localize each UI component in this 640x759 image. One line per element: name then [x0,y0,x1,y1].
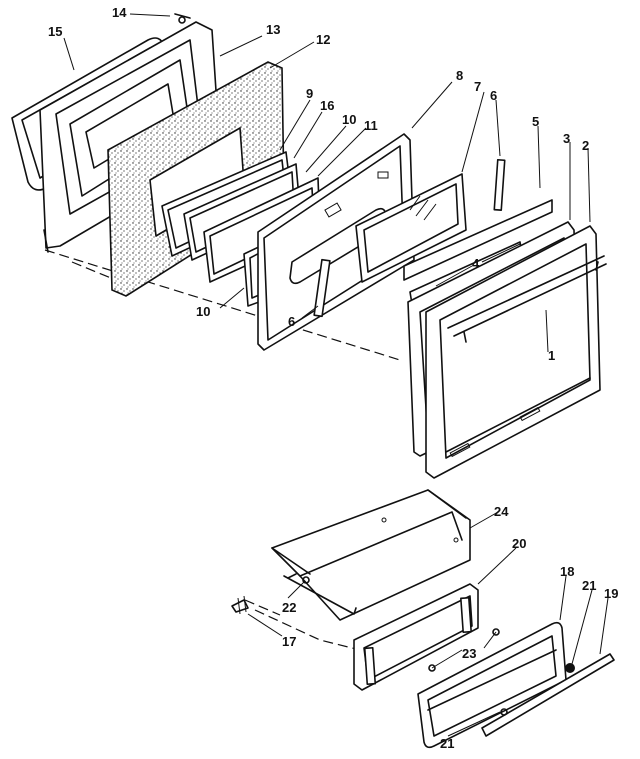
callout-23: 23 [462,646,476,661]
part-22-drawer-clip [287,573,310,584]
part-24-drawer-body [271,489,471,621]
callout-labels: 1 2 3 4 5 6 6 7 8 9 10 10 11 12 13 14 15… [48,5,618,751]
callout-17: 17 [282,634,296,649]
callout-8: 8 [456,68,463,83]
part-2-door-frame [425,225,601,479]
callout-7: 7 [474,79,481,94]
part-20-drawer-front [353,583,479,691]
callout-10-lower: 10 [196,304,210,319]
callout-20: 20 [512,536,526,551]
callout-9: 9 [306,86,313,101]
part-7-inner-glass [355,173,467,283]
part-23-screws [428,628,500,672]
callout-5: 5 [532,114,539,129]
callout-19: 19 [604,586,618,601]
callout-3: 3 [563,131,570,146]
part-21-clips [500,663,575,716]
callout-15: 15 [48,24,62,39]
callout-6-upper: 6 [490,88,497,103]
part-6-hinge-strips [313,158,506,318]
callout-14: 14 [112,5,127,20]
callout-6-lower: 6 [288,314,295,329]
part-17-drawer-screw [231,595,249,615]
callout-12: 12 [316,32,330,47]
callout-18: 18 [560,564,574,579]
callout-13: 13 [266,22,280,37]
callout-4: 4 [472,256,480,271]
callout-1: 1 [548,348,555,363]
callout-16: 16 [320,98,334,113]
callout-11: 11 [364,118,378,133]
callout-10-upper: 10 [342,112,356,127]
part-19-drawer-trim [481,653,615,737]
callout-21-upper: 21 [582,578,596,593]
callout-24: 24 [494,504,509,519]
part-1-door-handle [447,255,607,343]
callout-21-lower: 21 [440,736,454,751]
callout-2: 2 [582,138,589,153]
callout-leader-lines [63,13,609,737]
callout-22: 22 [282,600,296,615]
